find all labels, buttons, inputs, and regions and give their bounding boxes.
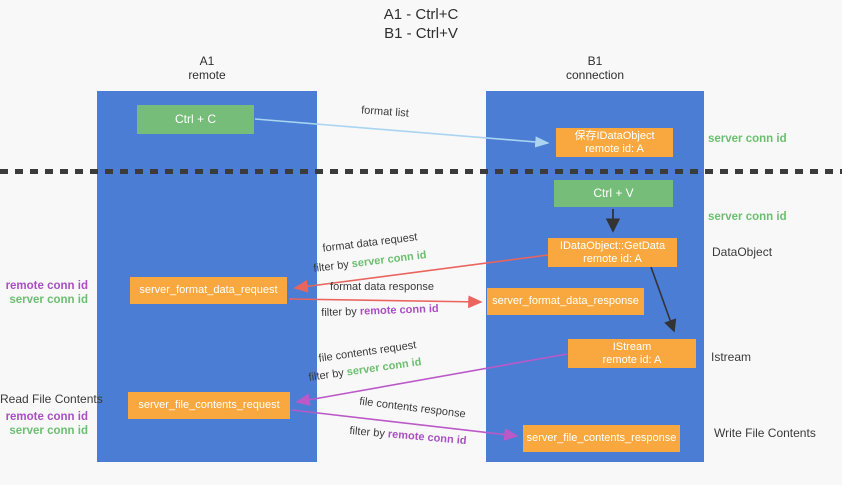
lane-a-subtitle: remote: [188, 68, 226, 82]
ctrl-c-label: Ctrl + C: [174, 112, 216, 126]
idataobject-getdata-box: IDataObject::GetData remote id: A: [548, 238, 677, 267]
lane-b-subtitle: connection: [565, 68, 625, 82]
title-line-1: A1 - Ctrl+C: [383, 6, 459, 23]
left-server-conn-id-bottom: server conn id: [9, 425, 88, 437]
remote-conn-id-inline-2: remote conn id: [387, 428, 467, 448]
copy-paste-divider-line: [0, 169, 842, 174]
left-conn-id-group-bottom: remote conn id server conn id: [0, 410, 88, 438]
save-idataobject-box: 保存IDataObject remote id: A: [556, 128, 673, 157]
right-istream-label: Istream: [711, 350, 752, 364]
remote-conn-id-inline-1: remote conn id: [359, 302, 439, 318]
right-dataobject-label: DataObject: [712, 245, 773, 259]
lane-a-name: A1: [199, 54, 215, 68]
server-format-data-response-box: server_format_data_response: [487, 288, 644, 315]
lane-b-header: B1 connection: [486, 54, 704, 82]
file-contents-response-label: file contents response: [358, 395, 467, 421]
lane-a-header: A1 remote: [97, 54, 317, 82]
title-line-2: B1 - Ctrl+V: [384, 25, 458, 42]
server-conn-id-inline-1: server conn id: [351, 249, 428, 271]
ctrl-c-box: Ctrl + C: [137, 105, 254, 134]
save-idataobject-line1: 保存IDataObject: [574, 129, 655, 142]
server-file-contents-request-box: server_file_contents_request: [128, 392, 290, 419]
ctrl-v-box: Ctrl + V: [554, 180, 673, 207]
idataobject-getdata-line1: IDataObject::GetData: [559, 239, 666, 252]
idataobject-getdata-line2: remote id: A: [583, 252, 642, 265]
server-file-contents-request-label: server_file_contents_request: [138, 399, 280, 411]
istream-line1: IStream: [612, 340, 652, 353]
diagram-title: A1 - Ctrl+C B1 - Ctrl+V: [0, 5, 842, 43]
server-file-contents-response-label: server_file_contents_response: [526, 432, 677, 444]
server-format-data-response-label: server_format_data_response: [492, 295, 639, 307]
server-format-data-request-box: server_format_data_request: [130, 277, 287, 304]
right-write-file-contents-label: Write File Contents: [714, 426, 816, 440]
server-conn-id-inline-2: server conn id: [346, 356, 423, 379]
ctrl-v-label: Ctrl + V: [593, 186, 634, 200]
right-server-conn-id-top: server conn id: [708, 133, 787, 145]
istream-line2: remote id: A: [602, 353, 662, 366]
left-remote-conn-id-bottom: remote conn id: [5, 411, 88, 423]
istream-box: IStream remote id: A: [568, 339, 696, 368]
lane-b-name: B1: [587, 54, 603, 68]
left-conn-id-group-top: remote conn id server conn id: [0, 279, 88, 307]
right-server-conn-id-mid: server conn id: [708, 211, 787, 223]
left-server-conn-id-top: server conn id: [9, 294, 88, 306]
left-remote-conn-id-top: remote conn id: [5, 280, 88, 292]
server-file-contents-response-box: server_file_contents_response: [523, 425, 680, 452]
server-format-data-request-label: server_format_data_request: [139, 284, 278, 296]
format-list-label: format list: [360, 104, 410, 120]
format-data-response-label: format data response: [330, 281, 434, 293]
left-read-file-contents-label: Read File Contents: [0, 392, 103, 406]
save-idataobject-line2: remote id: A: [585, 142, 644, 155]
